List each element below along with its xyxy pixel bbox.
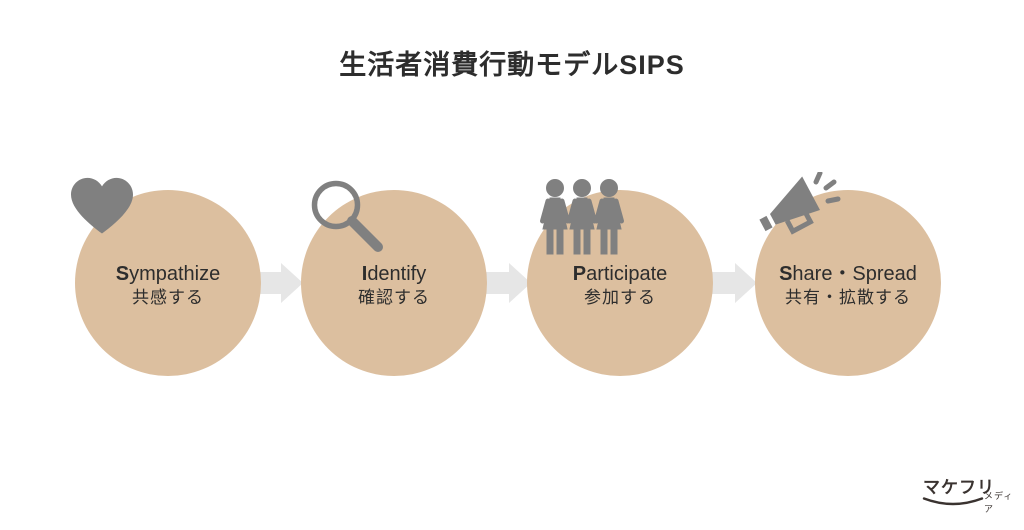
flow-arrow-icon bbox=[707, 263, 757, 303]
heart-icon bbox=[71, 177, 133, 234]
step-label-en: Share・Spread bbox=[779, 263, 917, 286]
page-title: 生活者消費行動モデルSIPS bbox=[339, 50, 685, 80]
logo-subtext: メディア bbox=[984, 491, 1014, 514]
brand-logo: マケフリ メディア bbox=[920, 473, 1020, 514]
step-label-rest: articipate bbox=[586, 263, 668, 285]
step-circle-identify: Identify 確認する bbox=[301, 190, 487, 376]
step-label-lead: I bbox=[361, 263, 368, 285]
step-label-lead: P bbox=[572, 263, 587, 285]
people-icon bbox=[538, 179, 626, 255]
step-label-en: Sympathize bbox=[116, 263, 221, 286]
step-label-lead: S bbox=[115, 263, 130, 285]
logo-smile-arc-icon bbox=[922, 497, 984, 506]
step-label-en: Participate bbox=[573, 263, 668, 286]
step-label-rest: dentify bbox=[367, 263, 427, 285]
flow-arrow-icon bbox=[253, 263, 303, 303]
step-label-en: Identify bbox=[358, 263, 430, 286]
step-label-jp: 確認する bbox=[358, 288, 430, 307]
step-label-rest: ympathize bbox=[129, 263, 221, 285]
megaphone-icon bbox=[759, 172, 841, 235]
logo-text: マケフリ bbox=[923, 478, 995, 497]
step-label-jp: 共有・拡散する bbox=[785, 288, 911, 307]
magnifier-icon bbox=[311, 180, 383, 252]
step-label-jp: 共感する bbox=[132, 288, 204, 307]
step-label-rest: hare・Spread bbox=[792, 263, 917, 285]
flow-arrow-icon bbox=[481, 263, 531, 303]
step-label-lead: S bbox=[779, 263, 793, 285]
step-label-jp: 参加する bbox=[584, 288, 656, 307]
step-circle-share-spread: Share・Spread 共有・拡散する bbox=[755, 190, 941, 376]
